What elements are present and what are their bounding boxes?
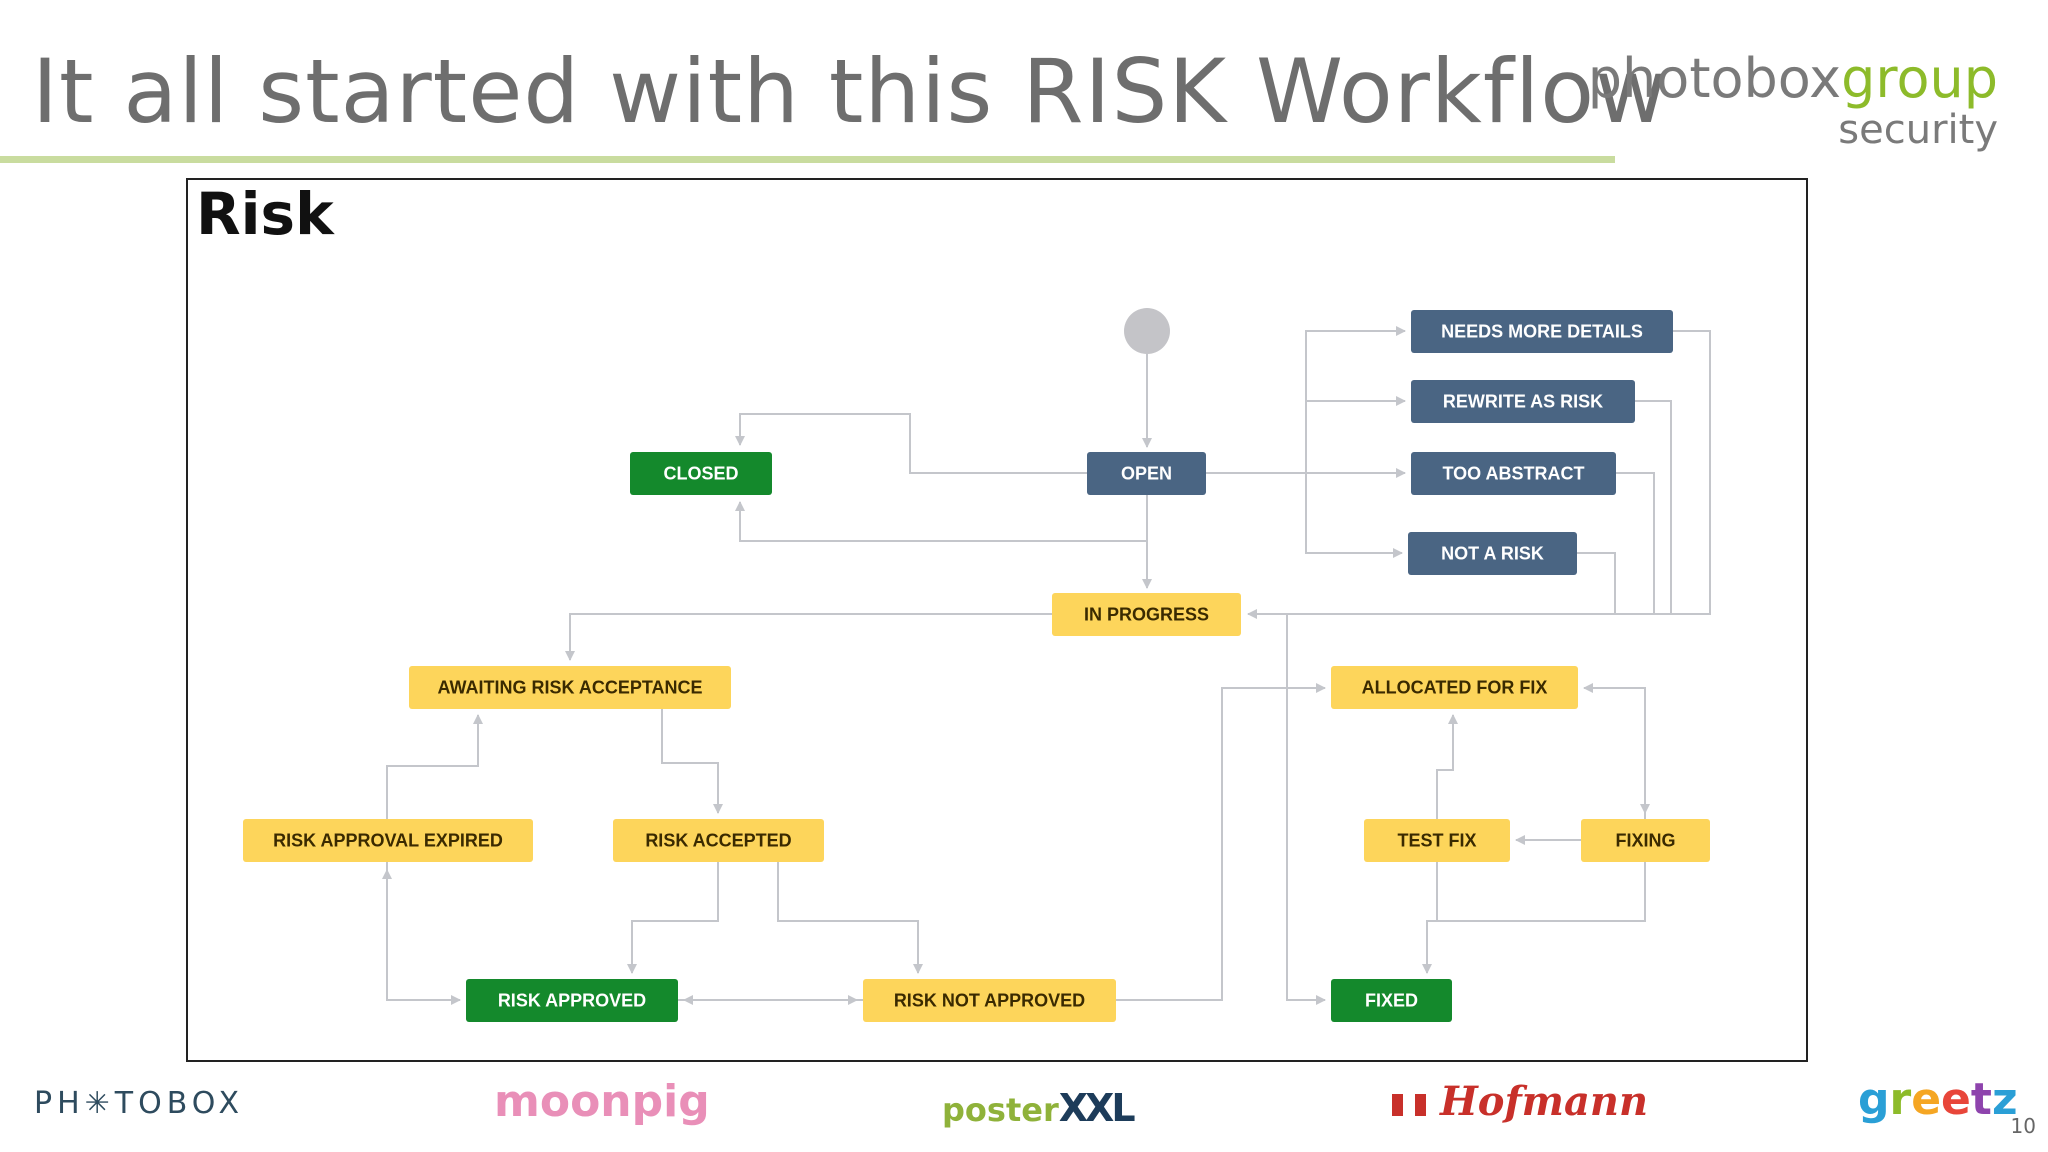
posterxxl-logo: posterXXL [942,1086,1136,1130]
status-node-rewrite-as-risk: REWRITE AS RISK [1411,380,1635,423]
connector-line [565,613,1052,661]
connector-line [1616,472,1655,614]
connector-line [777,862,923,974]
connector-line [1116,683,1326,1001]
brand-name: photoboxgroup [1588,50,1998,108]
connector-line [1635,400,1672,614]
status-node-fixed: FIXED [1331,979,1452,1022]
status-node-box [1364,819,1510,862]
connector-line [1305,396,1406,473]
status-node-not-a-risk: NOT A RISK [1408,532,1577,575]
connector-line [1422,862,1646,974]
status-node-label: AWAITING RISK ACCEPTANCE [437,678,702,698]
status-node-label: CLOSED [663,464,738,484]
connector-line [1577,552,1616,614]
status-node-box [1331,979,1452,1022]
greetz-letter: g [1858,1074,1890,1125]
moonpig-logo: moonpig [494,1076,710,1127]
status-node-box [1331,666,1578,709]
status-node-box [1408,532,1577,575]
status-node-label: RISK APPROVAL EXPIRED [273,831,503,851]
posterxxl-logo-part2: XXL [1058,1086,1136,1130]
connector-line [1436,714,1458,819]
status-node-box [1052,593,1241,636]
status-node-closed: CLOSED [630,452,772,495]
status-node-risk-approval-expired: RISK APPROVAL EXPIRED [243,819,533,862]
connector-line [1583,683,1646,819]
status-node-label: TOO ABSTRACT [1443,464,1585,484]
workflow-connectors [382,326,1711,1005]
brand-name-part1: photobox [1587,47,1842,110]
status-node-label: TEST FIX [1397,831,1476,851]
status-node-in-progress: IN PROGRESS [1052,593,1241,636]
status-node-risk-approved: RISK APPROVED [466,979,678,1022]
brand-subtitle: security [1838,107,1998,153]
status-node-too-abstract: TOO ABSTRACT [1411,452,1616,495]
title-underline [0,156,1615,163]
connector-line [1305,473,1403,558]
connector-line [386,862,461,1005]
status-node-needs-more-details: NEEDS MORE DETAILS [1411,310,1673,353]
hofmann-logo-text: Hofmann [1440,1078,1649,1125]
workflow-nodes: CLOSED OPEN NEEDS MORE DETAILS REWRITE AS R… [243,310,1710,1022]
canada-flag-icon [1392,1094,1426,1116]
status-node-box [1411,380,1635,423]
status-node-label: ALLOCATED FOR FIX [1362,678,1548,698]
status-node-box [613,819,824,862]
connector-line [1286,614,1326,1005]
connector-line [386,714,483,819]
status-node-label: RISK NOT APPROVED [894,991,1085,1011]
photobox-logo: PH✳TOBOX [34,1086,245,1121]
brand-name-part2: group [1841,47,1998,110]
greetz-letter: e [1941,1074,1971,1125]
status-node-awaiting-risk-acceptance: AWAITING RISK ACCEPTANCE [409,666,731,709]
status-node-label: OPEN [1121,464,1172,484]
page-number: 10 [2010,1114,2036,1138]
connector-line [735,495,1148,542]
status-node-allocated-for-fix: ALLOCATED FOR FIX [1331,666,1578,709]
connector-line [735,413,1087,474]
status-node-box [1581,819,1710,862]
status-node-box [466,979,678,1022]
connector-line [661,709,723,814]
status-node-box [863,979,1116,1022]
status-node-label: FIXING [1615,831,1675,851]
status-node-risk-not-approved: RISK NOT APPROVED [863,979,1116,1022]
status-node-label: RISK APPROVED [498,991,646,1011]
slide-title: It all started with this RISK Workflow [32,40,1669,143]
status-node-box [630,452,772,495]
status-node-fixing: FIXING [1581,819,1710,862]
connector-line [627,862,719,974]
greetz-letter: z [1991,1074,2018,1125]
greetz-letter: r [1889,1074,1912,1125]
brand-logo: photoboxgroup security [1588,50,1998,153]
status-node-label: FIXED [1365,991,1418,1011]
status-node-label: NEEDS MORE DETAILS [1441,322,1643,342]
greetz-letter: t [1970,1074,1992,1125]
status-node-box [409,666,731,709]
hofmann-logo: Hofmann [1392,1078,1648,1125]
status-node-label: NOT A RISK [1441,544,1544,564]
status-node-box [1411,310,1673,353]
connector-line [1584,687,1650,814]
posterxxl-logo-part1: poster [942,1091,1059,1129]
status-node-test-fix: TEST FIX [1364,819,1510,862]
greetz-logo: greetz [1858,1074,2018,1125]
status-node-box [1087,452,1206,495]
status-node-label: RISK ACCEPTED [645,831,791,851]
start-node [1124,308,1170,354]
status-node-label: REWRITE AS RISK [1443,392,1603,412]
status-node-box [243,819,533,862]
status-node-box [1411,452,1616,495]
diagram-title: Risk [196,180,334,248]
status-node-risk-accepted: RISK ACCEPTED [613,819,824,862]
connector-line [1247,330,1711,619]
status-node-open: OPEN [1087,452,1206,495]
status-node-label: IN PROGRESS [1084,605,1209,625]
greetz-letter: e [1911,1074,1942,1125]
